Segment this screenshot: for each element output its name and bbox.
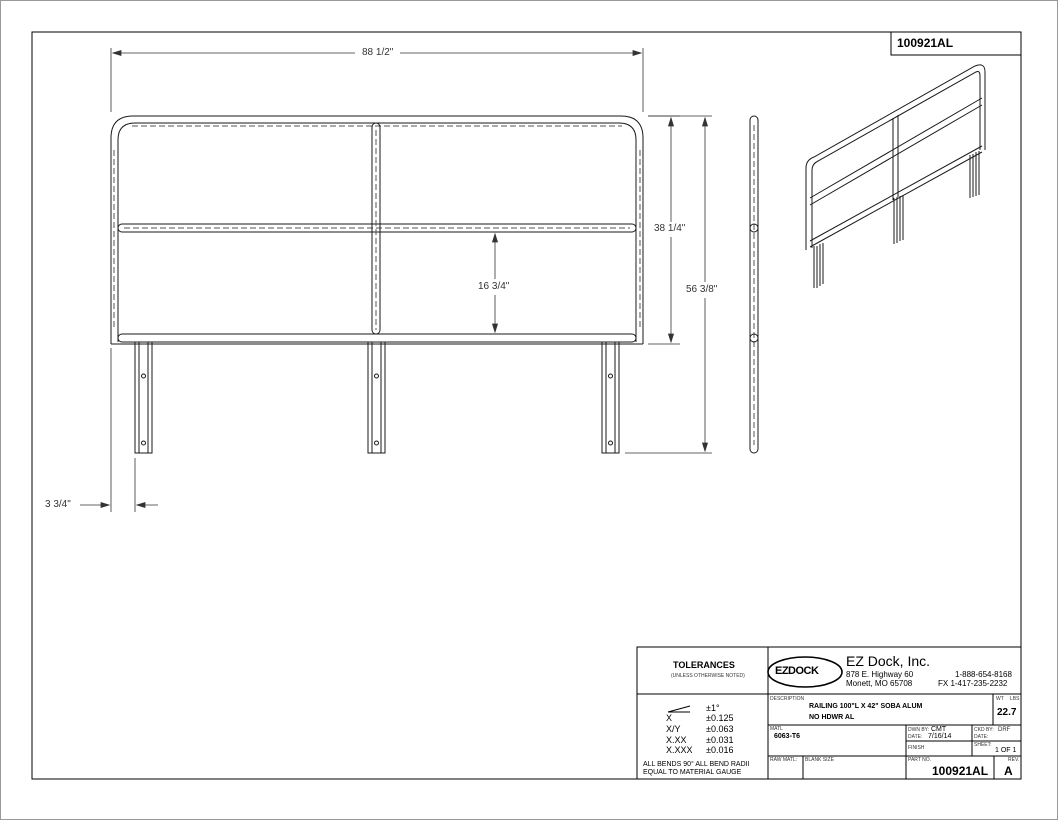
tolerance-label: X.XXX [666, 745, 693, 755]
middle-rail [117, 223, 637, 233]
weight-unit-label: LBS [1010, 696, 1020, 702]
revision-label: REV. [1008, 757, 1020, 763]
date-value: 7/16/14 [928, 733, 952, 740]
description-label: DESCRIPTION [770, 696, 805, 702]
revision-value: A [1004, 764, 1013, 778]
description-line-2: NO HDWR AL [809, 714, 855, 721]
ezdock-logo-text: EZDOCK [775, 665, 819, 677]
checked-by-label: CKD BY: [974, 727, 994, 733]
ezdock-logo [767, 656, 843, 688]
dim-rail-spacing [491, 232, 499, 334]
tolerance-value: ±0.125 [706, 713, 734, 723]
rail-frame-outer [110, 115, 644, 344]
company-address-2: Monett, MO 65708 [846, 679, 913, 688]
raw-material-label: RAW MATL: [770, 757, 798, 763]
bend-note-2: EQUAL TO MATERIAL GAUGE [643, 769, 742, 776]
isometric-view [805, 64, 986, 288]
weight-value: 22.7 [997, 707, 1017, 718]
material-label: MATL [770, 726, 783, 732]
drawing-number: 100921AL [897, 36, 954, 50]
tolerance-value: ±0.016 [706, 745, 734, 755]
tolerance-value: ±0.031 [706, 735, 734, 745]
company-address-1: 878 E. Highway 60 [846, 670, 914, 679]
tolerance-label: X [666, 713, 673, 723]
drawing-number-box [890, 31, 1022, 56]
dim-overall-length-label: 88 1/2" [360, 47, 396, 58]
iso-post-right [969, 151, 980, 198]
front-view [110, 115, 644, 454]
center-upright [371, 122, 381, 335]
company-phone: 1-888-654-8168 [955, 670, 1012, 679]
weight-label: WT [996, 696, 1004, 702]
tolerance-value: ±0.063 [706, 724, 734, 734]
tolerances-title: TOLERANCES [673, 660, 735, 670]
tolerances-subtitle: (UNLESS OTHERWISE NOTED) [671, 673, 745, 679]
tolerance-label: X.XX [666, 735, 687, 745]
date-label: DATE: [908, 734, 923, 740]
checked-by-value: DRF [998, 727, 1011, 733]
dim-overall-height-label: 56 3/8" [686, 284, 718, 295]
iso-post-center [893, 195, 904, 244]
part-number-label: PART NO. [908, 757, 932, 763]
dim-post-offset [80, 348, 158, 512]
dim-overall-length [110, 48, 644, 112]
blank-size-label: BLANK SIZE [805, 757, 834, 763]
post-right [601, 341, 620, 454]
sheet-label: SHEET: [974, 742, 992, 748]
checked-date-label: DATE: [974, 734, 989, 740]
tolerance-label: X/Y [666, 724, 681, 734]
iso-post-left [813, 243, 824, 288]
bottom-rail [117, 333, 637, 343]
bend-note: ALL BENDS 90° ALL BEND RADII [643, 761, 750, 768]
description-line-1: RAILING 100"L X 42" SOBA ALUM [809, 703, 923, 710]
title-block-lines [636, 646, 1022, 780]
dim-overall-height [625, 115, 712, 454]
material-value: 6063-T6 [774, 733, 801, 740]
tolerance-value: ±1° [706, 703, 720, 713]
part-number-value: 100921AL [932, 764, 989, 778]
dim-rail-height-label: 38 1/4" [654, 223, 686, 234]
finish-label: FINISH [908, 745, 925, 751]
dim-rail-spacing-label: 16 3/4" [478, 281, 510, 292]
company-name: EZ Dock, Inc. [846, 653, 931, 669]
company-fax: FX 1-417-235-2232 [938, 679, 1008, 688]
post-center [367, 341, 386, 454]
drawn-by-value: CMT [931, 726, 947, 733]
side-view [749, 115, 759, 454]
drawing-border [31, 31, 1022, 780]
dim-post-offset-label: 3 3/4" [45, 499, 71, 510]
sheet-value: 1 OF 1 [995, 747, 1017, 754]
drawn-by-label: DWN BY: [908, 727, 930, 733]
side-view-bottom-rail [749, 333, 759, 343]
post-left [134, 341, 153, 454]
side-view-mid-rail [749, 223, 759, 233]
